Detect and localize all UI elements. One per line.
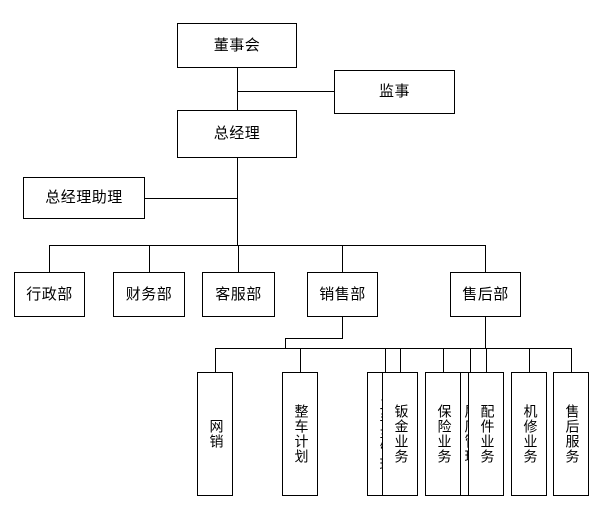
node-parts-business[interactable]: 配件业务 [468,372,504,496]
node-sheet-metal-business[interactable]: 钣金业务 [382,372,418,496]
connector-gm-trunk [237,157,238,246]
connector-drop-aftersales [485,245,486,273]
connector-sales-jog-drop [285,338,286,348]
node-supervisor[interactable]: 监事 [334,70,455,114]
connector-drop-aftersales-service [571,348,572,372]
connector-drop-online-sales [215,348,216,372]
connector-drop-service [238,245,239,273]
connector-drop-insurance [443,348,444,372]
node-admin-dept[interactable]: 行政部 [14,272,85,317]
node-vehicle-plan[interactable]: 整车计划 [282,372,318,496]
node-online-sales[interactable]: 网销 [197,372,233,496]
node-aftersales-service[interactable]: 售后服务 [553,372,589,496]
connector-board-stub [237,67,238,92]
node-mechanical-business[interactable]: 机修业务 [511,372,547,496]
connector-sales-stub [342,316,343,338]
connector-sales-jog [285,338,343,339]
node-service-dept[interactable]: 客服部 [202,272,275,317]
node-gm-assistant[interactable]: 总经理助理 [23,177,145,219]
connector-department-bus [49,245,485,246]
node-board[interactable]: 董事会 [177,23,297,68]
node-insurance-business[interactable]: 保险业务 [425,372,461,496]
connector-aftersales-stub [485,316,486,348]
node-general-manager[interactable]: 总经理 [177,110,297,158]
connector-sales-sub-bus [215,348,470,349]
connector-drop-vehicle-plan [300,348,301,372]
connector-drop-mechanical [529,348,530,372]
connector-drop-used-car [385,348,386,372]
connector-aftersales-sub-bus [400,348,571,349]
connector-drop-sheet-metal [400,348,401,372]
node-finance-dept[interactable]: 财务部 [113,272,185,317]
connector-drop-finance [149,245,150,273]
connector-drop-parts [486,348,487,372]
connector-drop-sales [342,245,343,273]
node-aftersales-dept[interactable]: 售后部 [450,272,521,317]
connector-board-to-supervisor [237,91,334,92]
connector-drop-showroom [470,348,471,372]
connector-gm-to-assistant [145,198,237,199]
connector-drop-admin [49,245,50,273]
node-sales-dept[interactable]: 销售部 [307,272,378,317]
connector-board-to-gm [237,91,238,110]
